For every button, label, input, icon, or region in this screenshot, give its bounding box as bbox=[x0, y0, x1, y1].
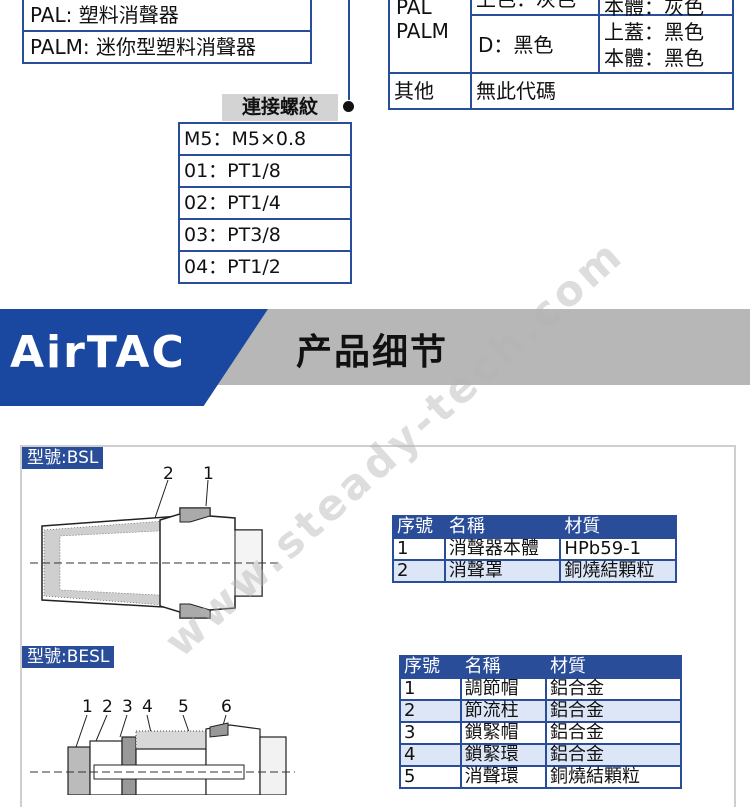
thread-row: M5：M5×0.8 bbox=[184, 128, 307, 150]
product-detail-panel bbox=[20, 445, 736, 807]
cell-no: 3 bbox=[399, 721, 462, 745]
cell-material: HPb59-1 bbox=[559, 537, 677, 561]
cell-name: 鎖緊帽 bbox=[459, 721, 547, 745]
cell-no: 1 bbox=[392, 537, 446, 561]
cell-name: 消聲罩 bbox=[443, 559, 562, 583]
callout-4: 4 bbox=[142, 697, 153, 717]
cell-material: 鋁合金 bbox=[544, 677, 683, 701]
thread-row: 02：PT1/4 bbox=[180, 186, 350, 218]
airtac-logo: AirTAC bbox=[10, 327, 186, 378]
bsl-drawing bbox=[30, 479, 280, 619]
callout-5: 5 bbox=[178, 697, 189, 717]
table-row: 1 調節帽 鋁合金 bbox=[399, 677, 683, 701]
cell-top-partial: 上色：灰色 bbox=[476, 0, 576, 10]
cell-name: 調節帽 bbox=[459, 677, 547, 701]
code-pal: PAL: 塑料消聲器 bbox=[24, 0, 310, 30]
cell-d-right1: 上蓋：黑色 bbox=[604, 20, 704, 44]
color-table: 上色：灰色 本體：灰色 PAL PALM D：黑色 上蓋：黑色 本體：黑色 其他… bbox=[388, 0, 734, 110]
cell-no: 2 bbox=[399, 699, 462, 723]
cell-material: 銅燒結顆粒 bbox=[544, 765, 683, 789]
header-no: 序號 bbox=[399, 655, 462, 679]
besl-drawing bbox=[30, 715, 295, 795]
besl-parts-table: 序號 名稱 材質 1 調節帽 鋁合金 2 節流柱 鋁合金 3 鎖緊帽 鋁合金 4… bbox=[399, 655, 683, 789]
cell-material: 鋁合金 bbox=[544, 743, 683, 767]
cell-name: 鎖緊環 bbox=[459, 743, 547, 767]
header-material: 材質 bbox=[544, 655, 683, 679]
thread-label: 連接螺紋 bbox=[222, 94, 338, 121]
code-palm: PALM: 迷你型塑料消聲器 bbox=[24, 30, 310, 62]
callout-2: 2 bbox=[163, 464, 174, 484]
section-banner: AirTAC 产品细节 bbox=[0, 309, 750, 406]
connector-line bbox=[348, 0, 350, 100]
cell-no: 4 bbox=[399, 743, 462, 767]
header-no: 序號 bbox=[392, 515, 446, 539]
cell-other-value: 無此代碼 bbox=[476, 79, 556, 103]
thread-table: M5：M5×0.8 01：PT1/8 02：PT1/4 03：PT3/8 04：… bbox=[178, 122, 352, 284]
cell-no: 2 bbox=[392, 559, 446, 583]
material-code-box: PAL: 塑料消聲器 PALM: 迷你型塑料消聲器 bbox=[22, 0, 312, 64]
cell-pal: PAL bbox=[396, 0, 432, 19]
cell-material: 鋁合金 bbox=[544, 721, 683, 745]
section-title: 产品细节 bbox=[296, 332, 449, 373]
cell-name: 消聲器本體 bbox=[443, 537, 562, 561]
model-label-bsl: 型號:BSL bbox=[22, 447, 104, 469]
table-row: 1 消聲器本體 HPb59-1 bbox=[392, 537, 677, 561]
callout-6: 6 bbox=[221, 697, 232, 717]
thread-row: 04：PT1/2 bbox=[180, 250, 350, 282]
header-material: 材質 bbox=[559, 515, 677, 539]
cell-no: 1 bbox=[399, 677, 462, 701]
cell-name: 節流柱 bbox=[459, 699, 547, 723]
connector-dot bbox=[343, 101, 354, 112]
cell-material: 鋁合金 bbox=[544, 699, 683, 723]
cell-name: 消聲環 bbox=[459, 765, 547, 789]
header-name: 名稱 bbox=[443, 515, 562, 539]
callout-3: 3 bbox=[122, 697, 133, 717]
cell-palm: PALM bbox=[396, 19, 449, 43]
callout-1: 1 bbox=[82, 697, 93, 717]
table-row: 2 節流柱 鋁合金 bbox=[399, 699, 683, 723]
table-row: 2 消聲罩 銅燒結顆粒 bbox=[392, 559, 677, 583]
thread-row: 03：PT3/8 bbox=[180, 218, 350, 250]
table-row: 3 鎖緊帽 鋁合金 bbox=[399, 721, 683, 745]
model-label-besl: 型號:BESL bbox=[22, 646, 115, 668]
callout-1: 1 bbox=[203, 464, 214, 484]
cell-d-right2: 本體：黑色 bbox=[604, 46, 704, 70]
cell-material: 銅燒結顆粒 bbox=[559, 559, 677, 583]
cell-top-right: 本體：灰色 bbox=[604, 0, 704, 19]
cell-no: 5 bbox=[399, 765, 462, 789]
table-row: 5 消聲環 銅燒結顆粒 bbox=[399, 765, 683, 789]
cell-d: D：黑色 bbox=[478, 33, 554, 57]
cell-other-label: 其他 bbox=[394, 79, 434, 103]
table-row: 4 鎖緊環 鋁合金 bbox=[399, 743, 683, 767]
callout-2: 2 bbox=[102, 697, 113, 717]
thread-row: 01：PT1/8 bbox=[180, 154, 350, 186]
header-name: 名稱 bbox=[459, 655, 547, 679]
bsl-parts-table: 序號 名稱 材質 1 消聲器本體 HPb59-1 2 消聲罩 銅燒結顆粒 bbox=[392, 515, 677, 583]
